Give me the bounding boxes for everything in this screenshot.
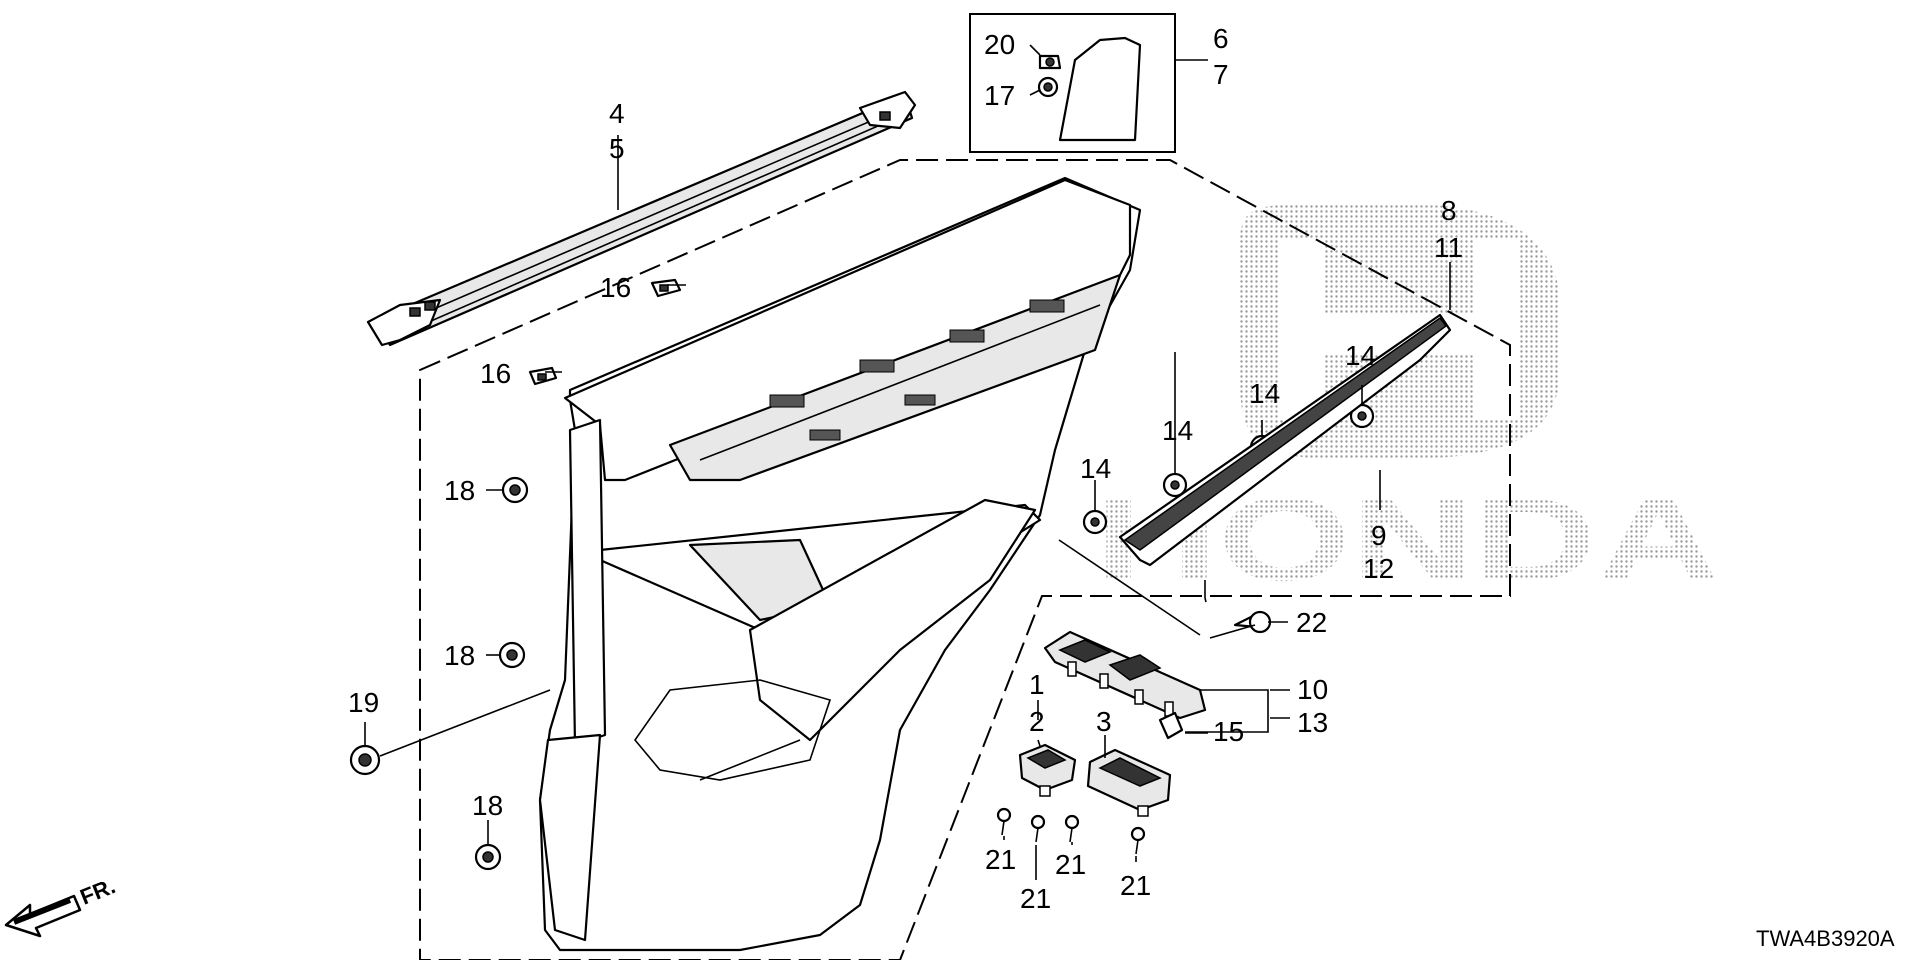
callout-18-c: 18	[472, 790, 503, 821]
leader-lines	[364, 44, 1451, 880]
callout-1: 1	[1029, 669, 1045, 700]
callout-12: 12	[1363, 553, 1394, 584]
door-lining-group-boundary	[419, 159, 1511, 960]
callout-2: 2	[1029, 706, 1045, 737]
callout-21-a: 21	[985, 844, 1016, 875]
callout-17: 17	[984, 80, 1015, 111]
callout-14-d: 14	[1345, 340, 1376, 371]
callout-6: 6	[1213, 23, 1229, 54]
callout-4: 4	[609, 98, 625, 129]
callout-19: 19	[348, 687, 379, 718]
callout-16-b: 16	[480, 358, 511, 389]
callout-14-a: 14	[1080, 453, 1111, 484]
callout-14-b: 14	[1162, 415, 1193, 446]
pillar-garnish-group-box	[969, 13, 1176, 153]
clip-16-part-upper	[650, 278, 682, 298]
callout-3: 3	[1096, 706, 1112, 737]
door-lining-panel	[538, 176, 1142, 952]
callout-16-a: 16	[600, 272, 631, 303]
switch-bezel-part	[1043, 630, 1207, 720]
callout-5: 5	[609, 133, 625, 164]
clip-20-part	[1038, 54, 1062, 70]
clip-18-part	[474, 476, 529, 871]
callout-11: 11	[1434, 232, 1463, 263]
screw-22-part	[1233, 610, 1272, 634]
clip-15-part	[1158, 711, 1184, 740]
window-weatherstrip-part	[366, 90, 917, 347]
callout-labels: 1 2 3 4 5 6 7 8 11 9 12 10 13 14 14 14 1…	[348, 23, 1463, 914]
callout-22: 22	[1296, 607, 1327, 638]
front-direction-indicator: FR.	[4, 873, 119, 938]
callout-21-b: 21	[1020, 883, 1051, 914]
screw-21-part	[996, 807, 1146, 855]
clip-17-part	[1037, 76, 1059, 98]
callout-7: 7	[1213, 59, 1229, 90]
callout-14-c: 14	[1249, 378, 1280, 409]
callout-15: 15	[1213, 716, 1244, 747]
drawing-code: TWA4B3920A	[1756, 926, 1895, 951]
front-label: FR.	[77, 873, 119, 909]
callout-18-b: 18	[444, 640, 475, 671]
callout-20: 20	[984, 29, 1015, 60]
callout-10: 10	[1297, 674, 1328, 705]
clip-16-part-lower	[528, 366, 558, 386]
callout-9: 9	[1371, 520, 1387, 551]
window-switch-2-part	[1018, 743, 1077, 797]
callout-18-a: 18	[444, 475, 475, 506]
callout-13: 13	[1297, 707, 1328, 738]
honda-logo-watermark: HONDA	[1095, 205, 1720, 606]
callout-21-d: 21	[1120, 870, 1151, 901]
callout-21-c: 21	[1055, 849, 1086, 880]
window-switch-3-part	[1086, 748, 1172, 817]
grommet-19-part	[349, 744, 381, 776]
callout-8: 8	[1441, 195, 1457, 226]
garnish-strip-part	[1118, 313, 1452, 567]
pillar-garnish-part	[1058, 36, 1142, 142]
